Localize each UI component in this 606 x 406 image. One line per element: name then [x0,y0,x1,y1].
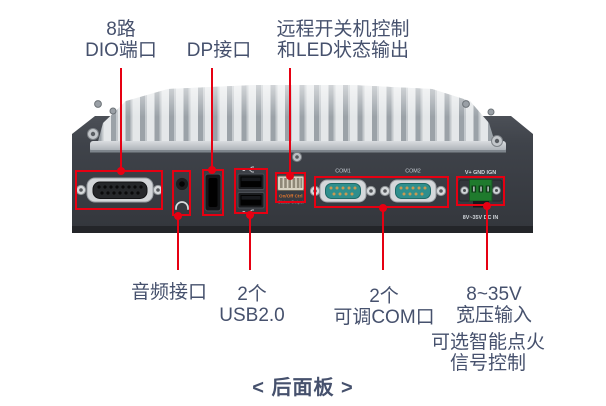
audio-jack [174,176,190,210]
label-ignition-control: 可选智能点火 信号控制 [408,332,568,374]
com2-label: COM2 [405,169,421,175]
dp-port [204,173,222,212]
label-power-line2: 宽压输入 [455,305,532,326]
label-usb-ports: 2个 USB2.0 [192,284,312,326]
screw-icon [94,100,102,108]
callout-box-power [456,176,505,206]
label-ignition-line2: 信号控制 [449,353,526,374]
label-audio-line1: 音频接口 [130,282,207,303]
power-terminal: V+ GND IGN 8V~35V DC IN [458,170,503,221]
onoff-ctrl-label: On/Off Ctrl [279,194,302,199]
com1-label: COM1 [335,169,351,175]
headphone-icon [175,201,189,209]
label-dio-line2: DIO端口 [85,40,157,61]
leader-dot-dp [208,166,216,174]
dio-port [75,177,164,203]
label-dp-port: DP接口 [174,40,264,61]
leader-line-power [486,206,488,270]
screw-icon [109,107,117,115]
leader-line-com [382,208,384,270]
leader-dot-audio [174,212,182,220]
label-usb-line1: 2个 [237,284,267,305]
power-range-label: 8V~35V DC IN [463,215,499,221]
label-dio-port: 8路 DIO端口 [51,19,191,61]
label-remote-control: 远程开关机控制 和LED状态输出 [258,19,428,61]
leader-dot-usb [246,211,254,219]
heatsink [90,85,506,153]
label-remote-line2: 和LED状态输出 [277,40,409,61]
leader-dot-power [483,202,491,210]
label-dio-line1: 8路 [106,19,136,40]
panel-screws [87,128,503,163]
label-power-input: 8~35V 宽压输入 [424,284,564,326]
leader-line-dp [211,68,213,169]
label-audio-port: 音频接口 [109,282,229,303]
com1-port: COM1 [309,169,377,203]
label-dp-line1: DP接口 [186,40,252,61]
power-pinout-label: V+ GND IGN [465,170,496,176]
leader-line-usb [249,214,251,270]
screw-icon [487,108,495,116]
com2-port: COM2 [379,169,447,203]
label-com-line1: 2个 [369,286,399,307]
callout-box-usb [234,168,268,214]
leader-line-dio [120,68,122,171]
leader-dot-com [379,204,387,212]
label-ignition-line1: 可选智能点火 [430,332,545,353]
usb-ports [237,166,265,216]
callout-box-dp [202,169,224,216]
callout-box-audio [172,170,191,216]
label-remote-line1: 远程开关机控制 [276,19,410,40]
leader-dot-remote [286,172,294,180]
label-com-ports: 2个 可调COM口 [314,286,454,328]
leader-line-remote [289,68,291,176]
label-usb-line2: USB2.0 [219,305,285,326]
label-power-line1: 8~35V [466,284,522,305]
leader-dot-dio [117,167,125,175]
callout-box-dio [75,170,163,210]
figure-caption: < 后面板 > [252,377,354,399]
leader-line-audio [177,216,179,270]
label-com-line2: 可调COM口 [333,307,435,328]
screw-icon [462,100,470,108]
